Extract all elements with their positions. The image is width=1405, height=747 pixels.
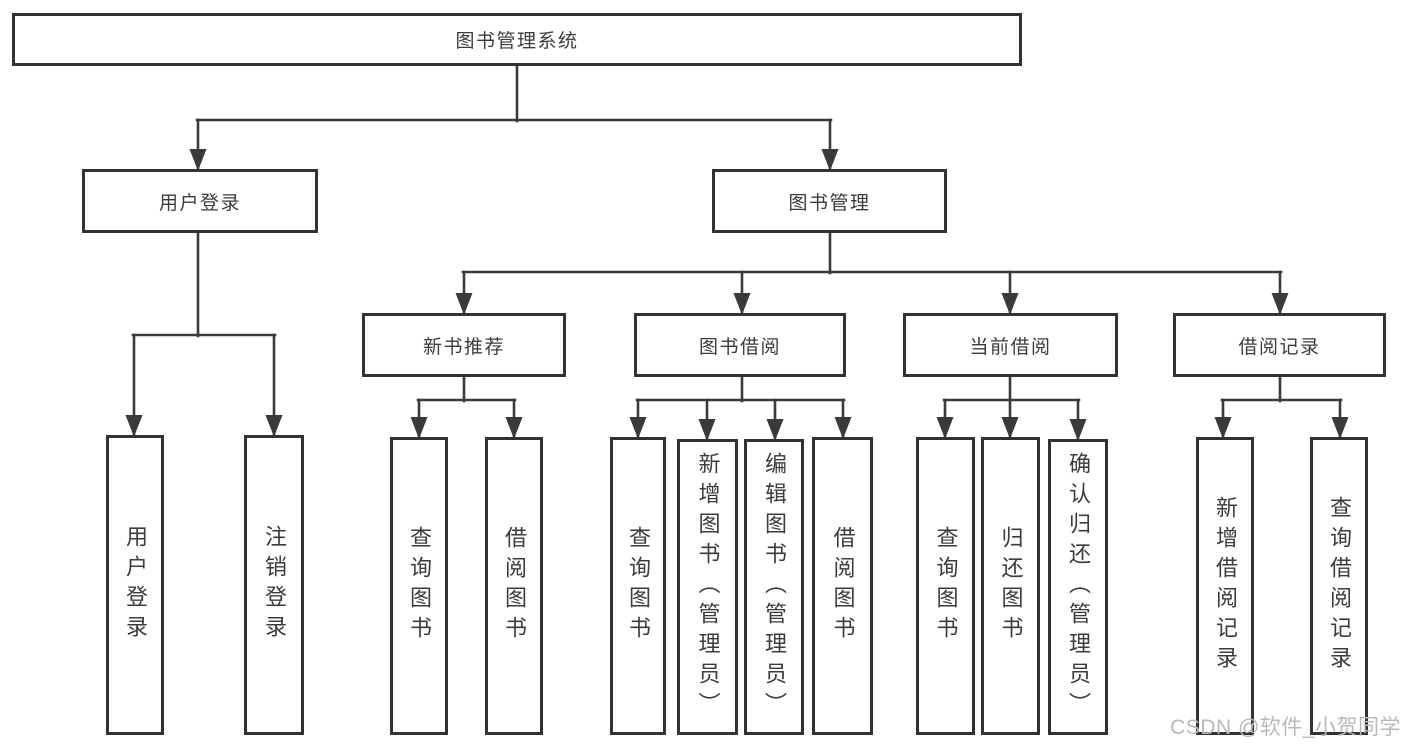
leaf-add-borrow-record: 新增借阅记录 [1196,437,1254,735]
node-book-borrowing: 图书借阅 [634,313,846,377]
leaf-add-book-admin: 新增图书（管理员） [677,439,738,735]
node-book-management-branch: 图书管理 [712,169,947,233]
leaf-return-books: 归还图书 [981,437,1040,735]
csdn-watermark: CSDN @软件_小贺同学 [1170,716,1401,739]
leaf-borrow-books-borrowing: 借阅图书 [812,437,873,735]
leaf-borrow-books-recommend: 借阅图书 [485,437,543,735]
node-current-borrowing: 当前借阅 [903,313,1118,377]
node-user-login-branch: 用户登录 [82,169,318,233]
node-library-management-system: 图书管理系统 [12,13,1022,66]
leaf-query-books-recommend: 查询图书 [390,437,448,735]
node-new-book-recommendation: 新书推荐 [362,313,566,377]
leaf-query-books-borrowing: 查询图书 [610,437,666,735]
leaf-query-borrow-record: 查询借阅记录 [1310,437,1368,735]
leaf-query-books-current: 查询图书 [916,437,975,735]
leaf-user-login: 用户登录 [106,435,164,735]
leaf-logout: 注销登录 [244,435,304,735]
node-borrowing-records: 借阅记录 [1173,313,1386,377]
leaf-confirm-return-admin: 确认归还（管理员） [1048,439,1108,735]
leaf-edit-book-admin: 编辑图书（管理员） [744,439,804,735]
